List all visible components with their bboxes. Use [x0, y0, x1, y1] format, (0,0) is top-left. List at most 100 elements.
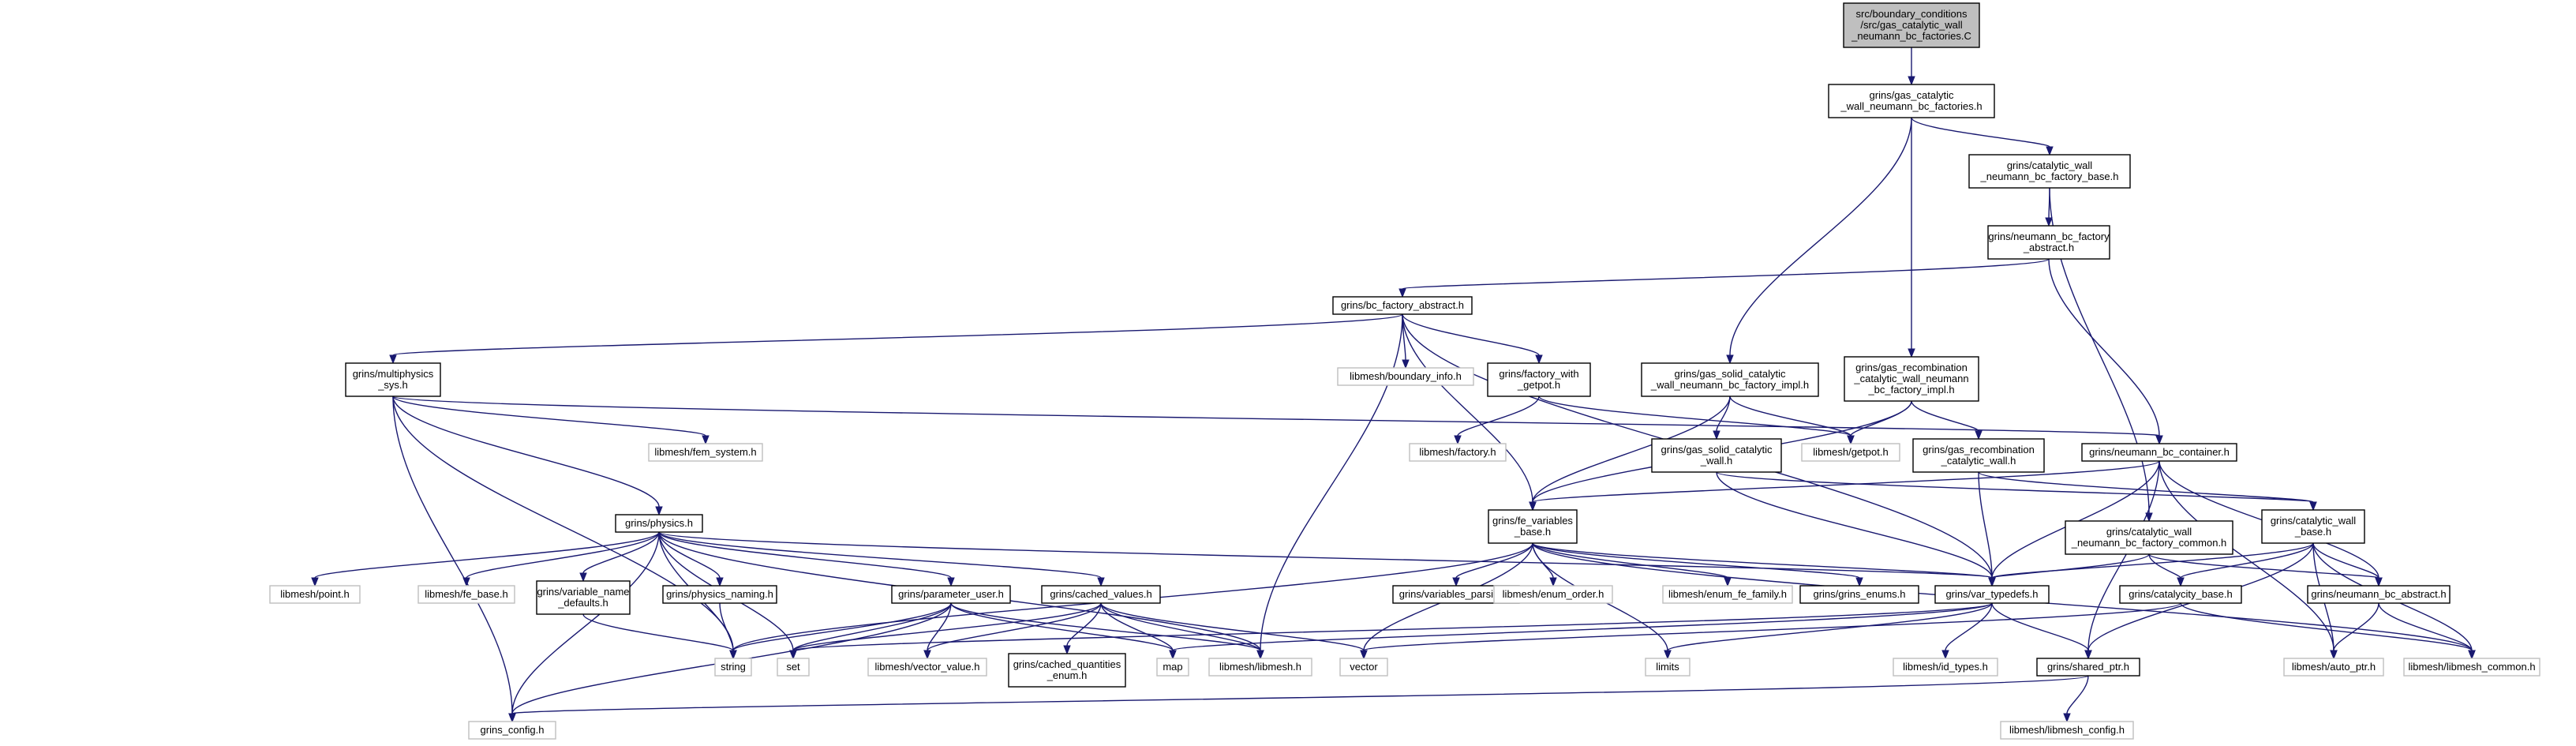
- edge-multiphys-to-physics: [392, 395, 663, 516]
- edge-arrowhead: [1975, 430, 1983, 440]
- node-limits: limits: [1645, 658, 1690, 677]
- node-label: _wall_neumann_bc_factories.h: [1840, 100, 1982, 112]
- edge-line: [950, 602, 1174, 651]
- node-gr-impl[interactable]: grins/gas_recombination_catalytic_wall_n…: [1844, 356, 1979, 402]
- node-multiphys[interactable]: grins/multiphysics_sys.h: [345, 362, 441, 397]
- edge-line: [1978, 471, 1993, 579]
- node-box: [1828, 84, 1995, 118]
- edge-line: [1260, 313, 1403, 651]
- edge-arrowhead: [2155, 435, 2163, 445]
- node-nbc-container[interactable]: grins/neumann_bc_container.h: [2081, 443, 2237, 462]
- node-cw-common[interactable]: grins/catalytic_wall_neumann_bc_factory_…: [2065, 520, 2233, 555]
- edge-line: [392, 395, 660, 508]
- edge-line: [1100, 602, 1174, 651]
- edge-gr-impl-to-getpot: [1847, 400, 1912, 445]
- node-box: [468, 721, 556, 740]
- node-nbc-fac-abs[interactable]: grins/neumann_bc_factory_abstract.h: [1987, 225, 2110, 260]
- edge-arrowhead: [1724, 577, 1732, 587]
- edge-line: [1716, 471, 2314, 503]
- edge-line: [1716, 471, 1993, 579]
- edge-param-user-to-map: [950, 602, 1177, 660]
- node-box: [1912, 438, 2045, 473]
- edge-arrowhead: [1664, 650, 1672, 660]
- node-box: [1332, 296, 1473, 315]
- edge-line: [2333, 602, 2379, 651]
- edge-arrowhead: [462, 577, 470, 587]
- node-root[interactable]: src/boundary_conditions/src/gas_catalyti…: [1843, 2, 1980, 48]
- node-fac-getpot[interactable]: grins/factory_with_getpot.h: [1487, 362, 1591, 397]
- node-var-name-def[interactable]: grins/variable_name_defaults.h: [536, 580, 631, 615]
- node-box: [2261, 509, 2365, 544]
- edge-shared-ptr-to-lm-config: [2063, 675, 2089, 723]
- edge-arrowhead: [1097, 577, 1105, 587]
- node-box: [1493, 585, 1613, 604]
- node-label: _defaults.h: [557, 597, 608, 609]
- edge-arrowhead: [1713, 430, 1720, 440]
- node-grins-enums[interactable]: grins/grins_enums.h: [1799, 585, 1919, 604]
- edge-line: [1100, 602, 1261, 651]
- edge-arrowhead: [1529, 501, 1537, 512]
- node-label: grins/cached_quantities: [1013, 658, 1121, 670]
- node-cq-enum[interactable]: grins/cached_quantities_enum.h: [1008, 653, 1126, 688]
- node-gs-wall[interactable]: grins/gas_solid_catalytic_wall.h: [1651, 438, 1782, 473]
- node-physics[interactable]: grins/physics.h: [615, 514, 703, 533]
- edge-line: [1532, 460, 2160, 503]
- node-grins-config: grins_config.h: [468, 721, 556, 740]
- edge-multiphys-to-grins-config: [392, 395, 516, 723]
- node-label: grins/catalytic_wall: [2007, 159, 2092, 171]
- node-box: [1987, 225, 2110, 260]
- node-label: grins/gas_solid_catalytic: [1661, 444, 1773, 455]
- edge-physics-to-var-name-def: [579, 531, 660, 583]
- node-var-typedefs[interactable]: grins/var_typedefs.h: [1934, 585, 2050, 604]
- node-label: libmesh/libmesh.h: [1219, 661, 1301, 673]
- node-param-user[interactable]: grins/parameter_user.h: [891, 585, 1011, 604]
- node-label: _neumann_bc_factory_base.h: [1980, 171, 2119, 182]
- node-cw-base[interactable]: grins/catalytic_wall_base.h: [2261, 509, 2365, 544]
- edge-gcw-fac-to-cw-fac-base: [1911, 117, 2054, 156]
- node-boundary-info: libmesh/boundary_info.h: [1337, 367, 1474, 386]
- edge-arrowhead: [789, 650, 797, 660]
- node-shared-ptr[interactable]: grins/shared_ptr.h: [2036, 658, 2140, 677]
- node-gcw-fac[interactable]: grins/gas_catalytic_wall_neumann_bc_fact…: [1828, 84, 1995, 118]
- node-label: _catalytic_wall.h: [1941, 455, 2016, 467]
- node-box: [2307, 585, 2451, 604]
- node-vars-parsing[interactable]: grins/variables_parsing.h: [1392, 585, 1520, 604]
- edge-cw-base-to-nbc-abstract: [2312, 542, 2383, 587]
- edge-var-typedefs-to-map: [1169, 602, 1993, 660]
- node-lm-libmesh: libmesh/libmesh.h: [1208, 658, 1312, 677]
- node-bc-fac-abs[interactable]: grins/bc_factory_abstract.h: [1332, 296, 1473, 315]
- edge-nbc-fac-abs-to-bc-fac-abs: [1398, 258, 2050, 298]
- edge-line: [1402, 313, 1533, 503]
- node-label: _enum.h: [1046, 669, 1088, 681]
- edge-line: [2180, 542, 2314, 579]
- node-cw-fac-base[interactable]: grins/catalytic_wall_neumann_bc_factory_…: [1968, 154, 2131, 189]
- edge-nbc-abstract-to-lm-common: [2378, 602, 2476, 660]
- edge-gs-wall-to-cw-base: [1716, 471, 2317, 512]
- node-box: [714, 658, 752, 677]
- node-label: _base.h: [2294, 526, 2331, 538]
- node-box: [417, 585, 515, 604]
- edge-arrowhead: [579, 572, 587, 583]
- edge-arrowhead: [716, 577, 724, 587]
- node-cached-values[interactable]: grins/cached_values.h: [1041, 585, 1161, 604]
- edge-line: [582, 531, 660, 574]
- edge-line: [392, 313, 1403, 356]
- node-label: grins/neumann_bc_container.h: [2089, 446, 2230, 458]
- node-gr-wall[interactable]: grins/gas_recombination_catalytic_wall.h: [1912, 438, 2045, 473]
- edge-line: [2048, 258, 2160, 437]
- node-nbc-abstract[interactable]: grins/neumann_bc_abstract.h: [2307, 585, 2451, 604]
- edge-arrowhead: [1402, 359, 1410, 369]
- edge-shared-ptr-to-grins-config: [508, 675, 2089, 723]
- edge-arrowhead: [702, 435, 710, 445]
- node-gs-impl[interactable]: grins/gas_solid_catalytic_wall_neumann_b…: [1641, 362, 1819, 397]
- node-fe-vars[interactable]: grins/fe_variables_base.h: [1488, 509, 1578, 544]
- edge-line: [392, 395, 513, 714]
- node-phys-naming[interactable]: grins/physics_naming.h: [662, 585, 777, 604]
- edge-arrowhead: [2084, 650, 2092, 660]
- node-label: grins/physics.h: [625, 517, 693, 529]
- edge-var-typedefs-to-limits: [1664, 602, 1993, 660]
- edge-var-name-def-to-string: [582, 613, 737, 660]
- node-catalycity[interactable]: grins/catalycity_base.h: [2119, 585, 2242, 604]
- edge-var-typedefs-to-id-types: [1941, 602, 1993, 660]
